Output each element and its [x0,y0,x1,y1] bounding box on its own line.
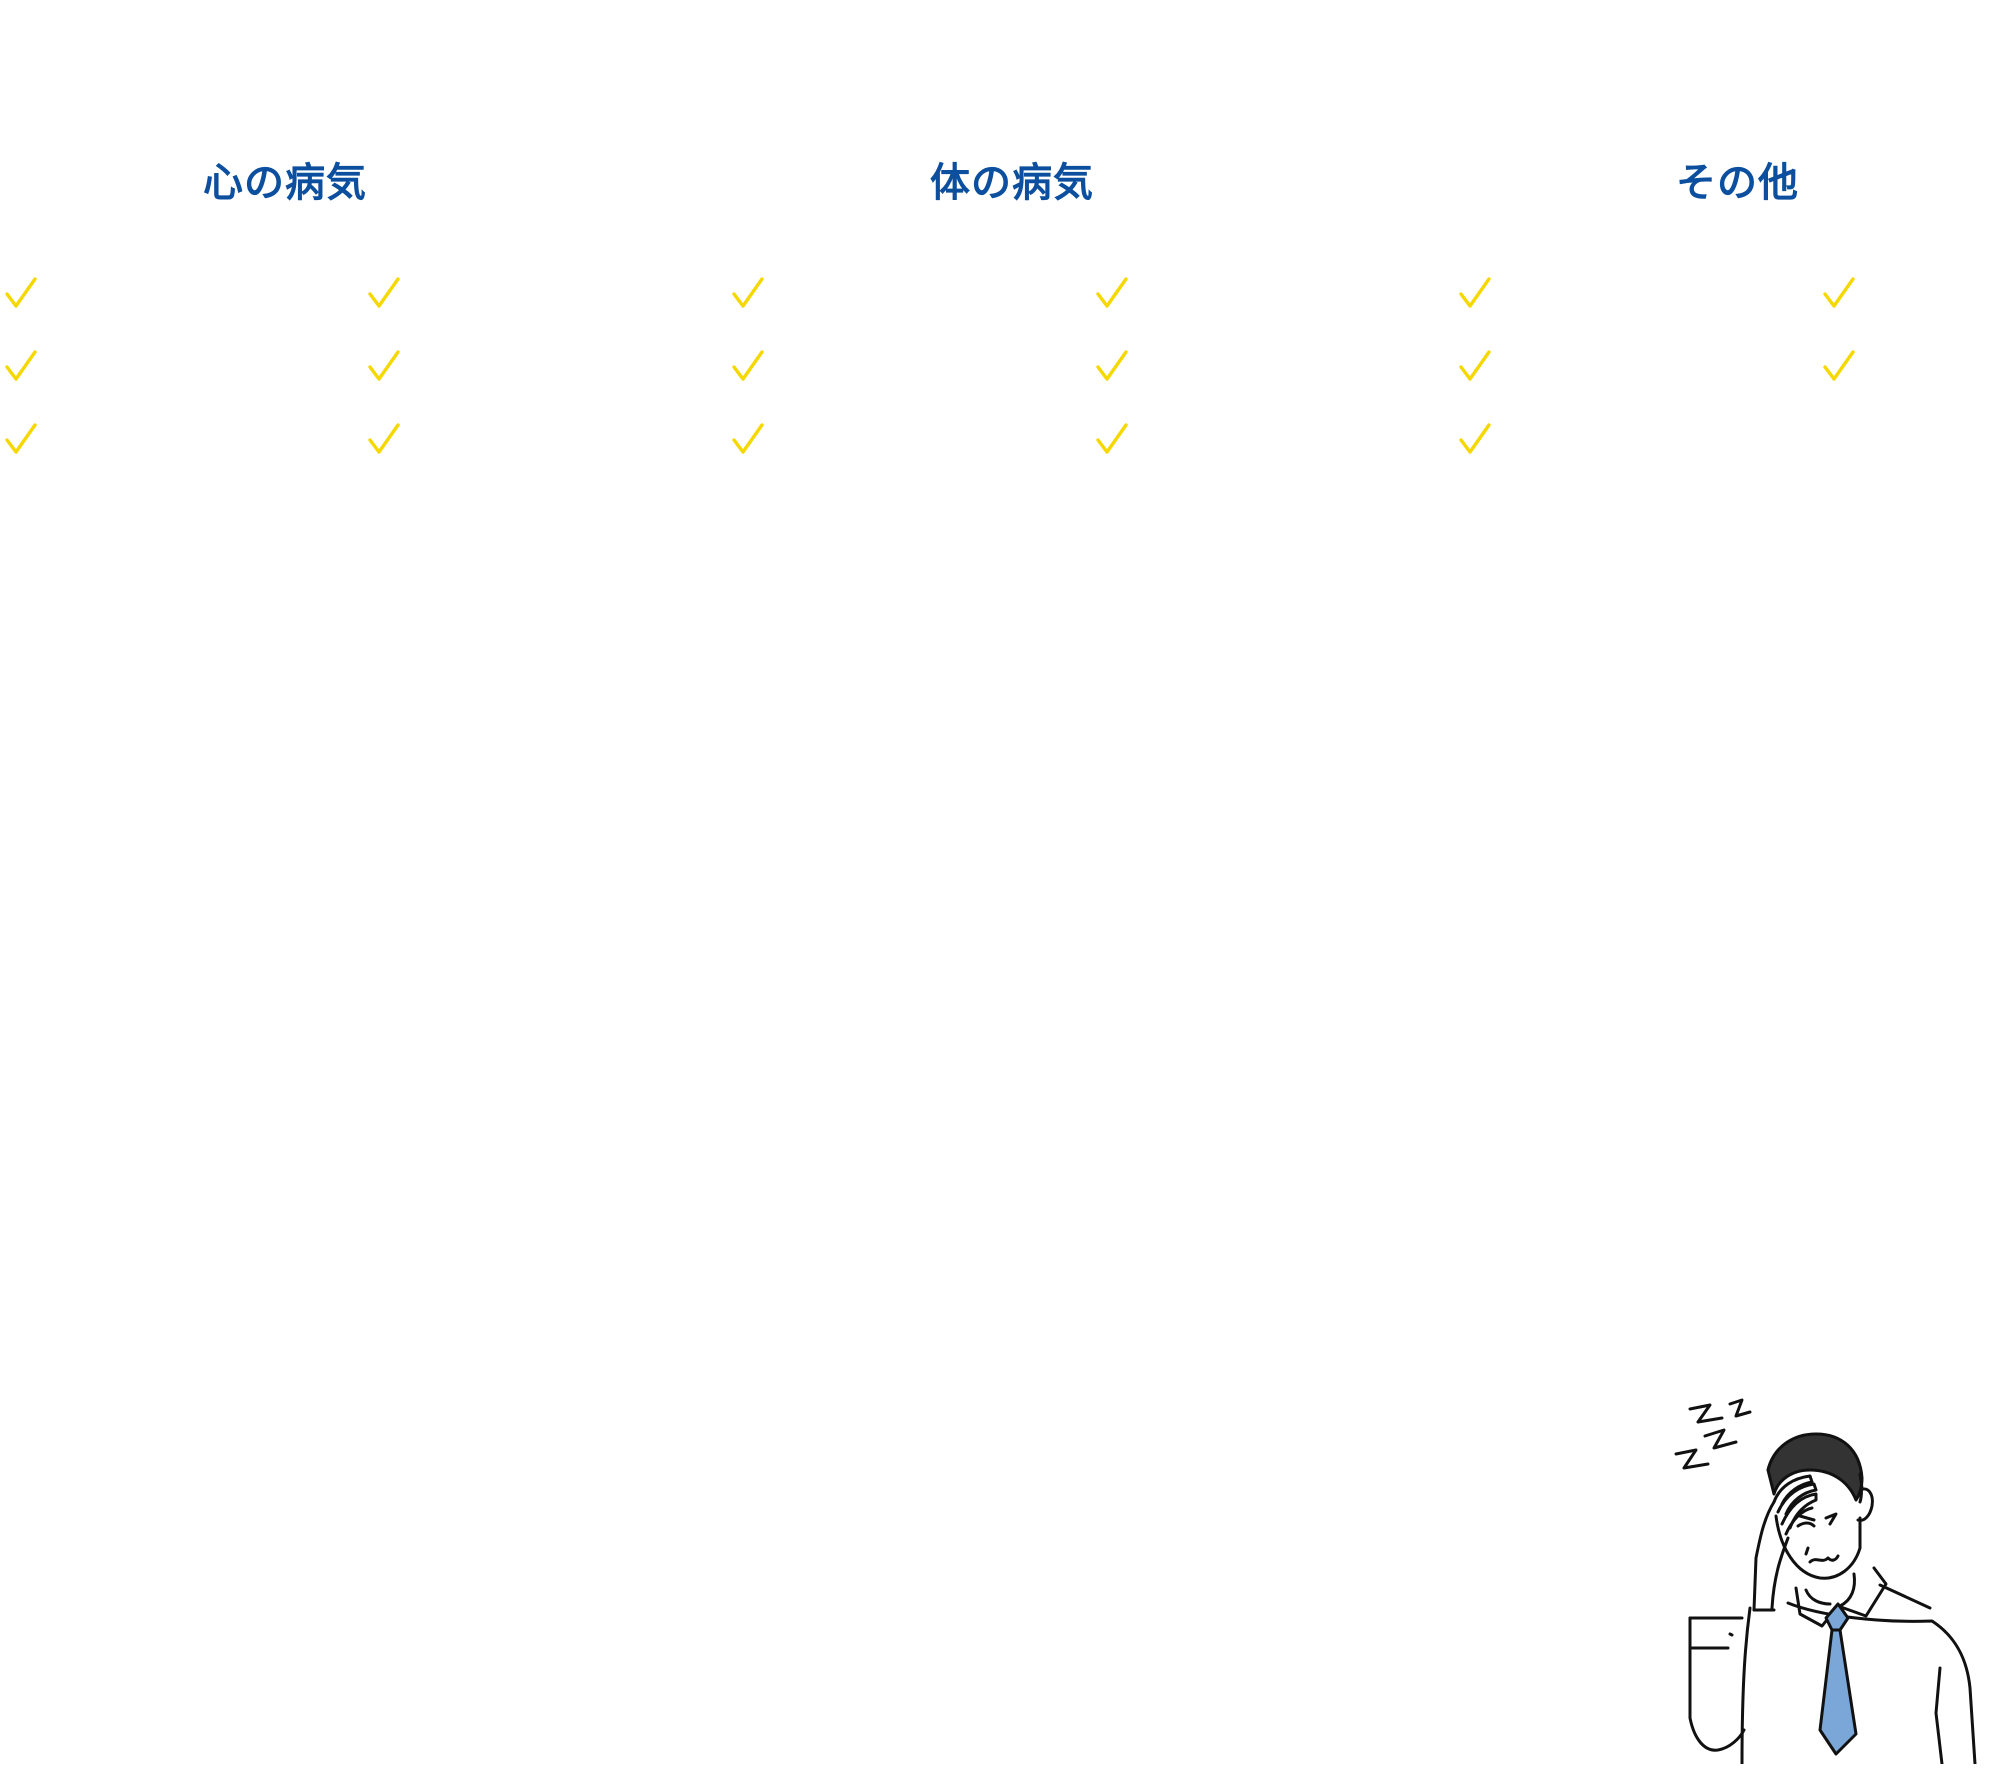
check-icon [5,423,37,455]
check-icon [368,350,400,382]
section-title-physical: 体の病気 [930,160,1094,206]
check-icon [732,277,764,309]
stress-mark-icon [1703,1428,1738,1450]
check-icon [732,350,764,382]
worried-businessman-illustration [1670,1378,2001,1766]
section-title-mental: 心の病気 [203,160,367,206]
check-icon [1096,350,1128,382]
check-icon [1459,277,1491,309]
stress-mark-icon [1728,1398,1752,1418]
check-icon [732,423,764,455]
check-icon [1823,350,1855,382]
check-icon [1459,350,1491,382]
check-icon [1096,423,1128,455]
section-title-other: その他 [1676,160,1799,206]
check-icon [1096,277,1128,309]
check-icon [1459,423,1491,455]
stress-mark-icon [1688,1403,1724,1424]
check-icon [368,423,400,455]
check-icon [5,350,37,382]
check-icon [368,277,400,309]
stress-mark-icon [1674,1448,1710,1470]
check-icon [5,277,37,309]
check-icon [1823,277,1855,309]
